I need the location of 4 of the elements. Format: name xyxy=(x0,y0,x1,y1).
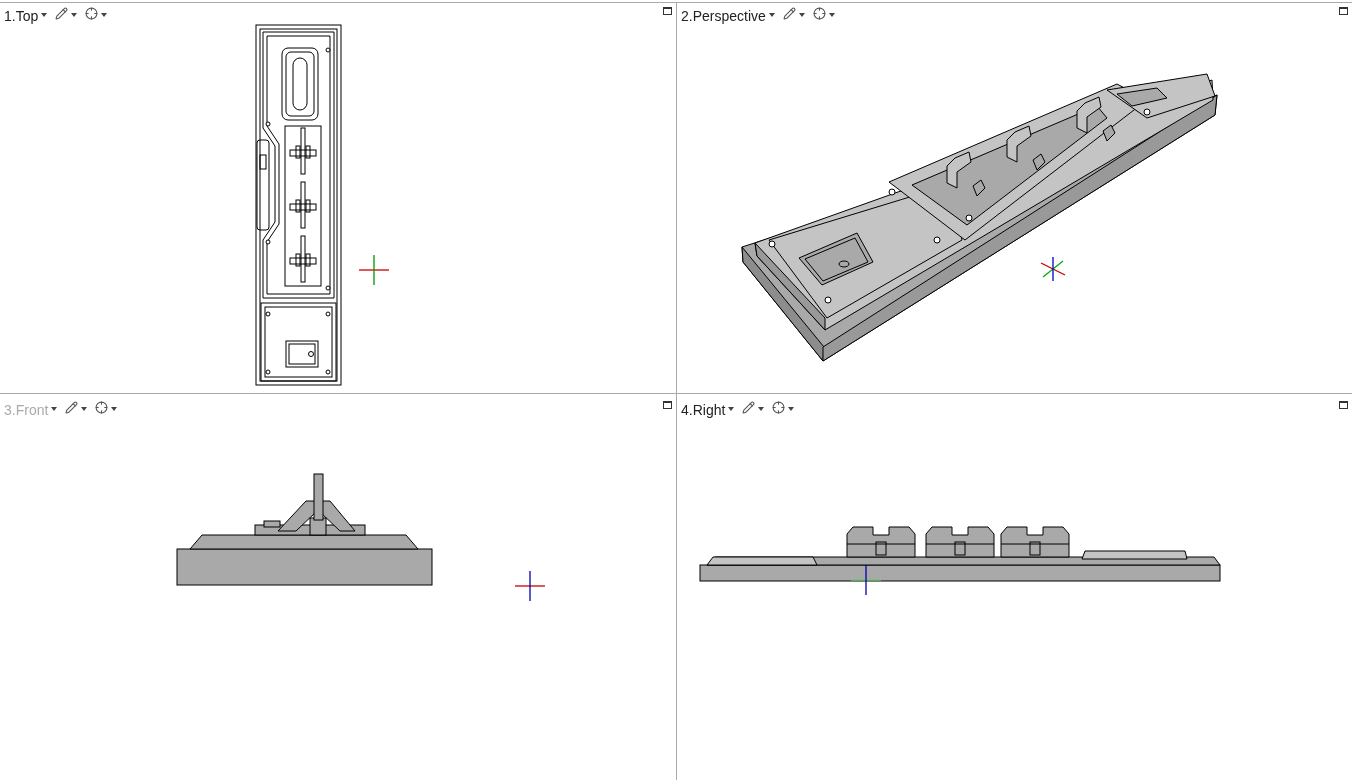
viewport-title: 2.Perspective xyxy=(681,7,766,25)
viewport-title: 1.Top xyxy=(4,7,39,25)
viewport-title: 3.Front xyxy=(4,401,49,419)
viewport-title: 4.Right xyxy=(681,401,726,419)
